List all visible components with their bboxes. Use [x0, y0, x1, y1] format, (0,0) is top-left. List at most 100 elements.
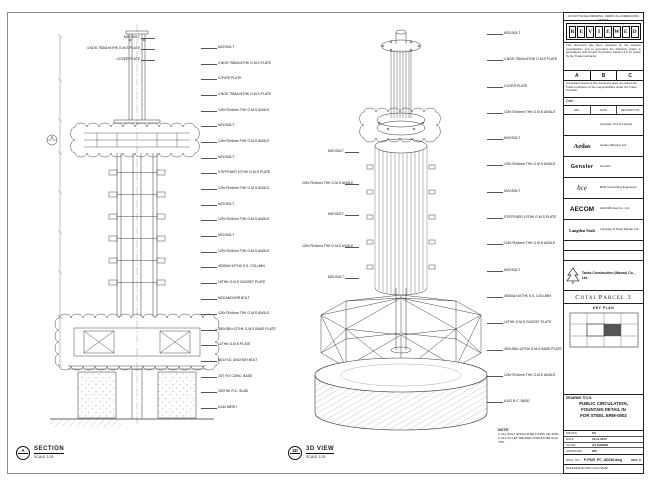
key-plan-section: KEY PLAN [564, 304, 643, 395]
annotation-label: M20 BOLT [487, 31, 562, 36]
revision-cloud-base [54, 313, 220, 371]
annotation-label: A142 MESH [201, 405, 286, 410]
annotation-label: 125×75×6mm THK G.M.S ANGLE [487, 163, 562, 167]
annotation-label: STIFFENER 10THK G.M.S PLATE [201, 171, 286, 175]
main-cylinder [374, 138, 428, 296]
company-row-bce: bce BCE Consulting Engineers [564, 178, 643, 199]
gensler-logo: Gensler [570, 164, 594, 170]
company-row-gensler: Gensler Gensler [564, 157, 643, 178]
octagon-frame [320, 294, 482, 374]
section-marker-letter: A [21, 447, 25, 453]
iso-marker-circle: 3D [288, 446, 302, 460]
key-plan-drawing [569, 312, 638, 348]
blank-row [564, 241, 643, 251]
annotation-label: COVER PLATE [201, 77, 286, 81]
annotation-label: 450DIA×10THK S.S. COLUMN [201, 264, 286, 269]
annotation-label: 12THK G.M.S PLATE [201, 343, 286, 347]
info-label: SCALE [566, 442, 576, 447]
notes-block: NOTE: 1. ALL BOLT SHOULD BE FIXING ON SI… [498, 428, 562, 445]
annotation-label: M20 BOLT [201, 202, 286, 207]
company-name: Venetian Orient Limited [600, 122, 633, 127]
reviewed-letter-cell: W [612, 25, 621, 38]
annotation-label: M20 ANCHOR BOLT [201, 296, 286, 301]
base-plate-ellipse [390, 346, 412, 354]
company-row-aecom: AECOM AECOM Asia Co. Ltd. [564, 199, 643, 220]
flange-detail [84, 132, 190, 148]
reviewed-letter-cell: E [577, 25, 586, 38]
review-note-text: Consultant review of this document does … [564, 81, 643, 98]
revision-cloud-iso [359, 107, 441, 143]
revision-table-cell: DESCRIPTION [620, 109, 640, 112]
svg-text:A: A [50, 135, 53, 140]
info-value: WK [592, 449, 597, 454]
section-marker-circle: A [16, 446, 30, 460]
note-item: 1. ALL BOLT SHOULD BE FIXING ON SITE. [498, 432, 560, 436]
contractor-row: Tadea Construction (Macau) Co., Ltd. [564, 261, 643, 291]
info-table: DRAWN KC DATE 19-11-2015 SCALE AS SHOWN … [564, 431, 643, 455]
annotation-label: 4 NOS 75DIA×6THK G.M.S PLATE [201, 92, 286, 97]
annotation-label: 150THK R.C. SLAB [201, 390, 286, 394]
annotation-label: M20 BOLT [302, 276, 359, 280]
annotation-label: M24 H.D. ANCHOR BOLT [201, 358, 286, 363]
annotation-label: M20 BOLT [201, 45, 286, 50]
info-row: DATE 19-11-2015 [564, 437, 643, 443]
reviewed-letter-cell: D [630, 25, 639, 38]
dwg-no-label: DWG. NO. : [566, 457, 582, 462]
lower-column [116, 153, 158, 317]
note-item: 2. ALL FILLET WELDED SHOULD BE 6mm THK. [498, 436, 559, 445]
stamp-date-row: Date : [564, 98, 643, 106]
annotation-label: 350×350×12THK G.M.S BASE PLATE [487, 346, 562, 351]
company-row-aedas: Aedas Aedas (Macau) Ltd. [564, 136, 643, 157]
mid-flange [376, 112, 426, 136]
annotation-label: M20 BOLT [201, 124, 286, 128]
section-view-drawing: A [46, 24, 220, 427]
iso-marker-letter: 3D [292, 447, 298, 453]
annotation-label: 1ST FIX CONC. BASE [201, 374, 286, 379]
stiffeners [108, 169, 166, 286]
status-grade-cell: C [628, 73, 632, 79]
contractor-tree-logo [566, 266, 580, 284]
dimension-chain [57, 33, 63, 369]
annotation-label: A142 R.C. BASE [487, 399, 562, 404]
annotation-label: 125×75×6mm THK G.M.S ANGLE [201, 217, 286, 222]
info-label: DRAWN [566, 431, 577, 436]
company-row-developer: Venetian Orient Limited [564, 115, 643, 136]
info-value: 19-11-2015 [592, 437, 607, 442]
title-block: DO NOT SCALE DRAWING. VERIFY ALL DIMENSI… [563, 12, 644, 474]
info-value: KC [592, 431, 597, 436]
annotation-label: 4 NOS 75DIA×6THK G.M.S PLATE [201, 61, 286, 66]
status-grade-cell: A [564, 71, 591, 80]
info-label: APPROVED [566, 449, 583, 454]
drawing-title-line: PUBLIC CIRCULATION, [579, 401, 628, 406]
bolt-tabs [366, 164, 436, 270]
annotation-label: 125×75×6mm THK G.M.S ANGLE [302, 243, 359, 248]
annotation-label: STIFFENER 10THK G.M.S PLATE [487, 215, 562, 220]
annotation-label: 125×75×6mm THK G.M.S ANGLE [201, 139, 286, 144]
aedas-logo: Aedas [573, 142, 591, 150]
section-view-scale: SCALE 1:25 [34, 455, 54, 459]
revision-table-cell: REV [564, 106, 591, 114]
drawing-title-line: FOR STEEL ERM-0502 [580, 412, 627, 418]
reviewed-letter-cell: R [568, 25, 577, 38]
annotation-label: 350×350×12THK G.M.S BASE PLATE [201, 327, 286, 332]
annotation-label: 450DIA×10THK S.S. COLUMN [487, 294, 562, 299]
foundation-blocks [50, 369, 214, 427]
aecom-logo: AECOM [569, 205, 595, 213]
annotation-label: M20 BOLT [80, 35, 155, 40]
title-block-header-strip: DO NOT SCALE DRAWING. VERIFY ALL DIMENSI… [564, 13, 643, 21]
section-view-title: SECTION [34, 446, 65, 454]
iso-view-drawing [314, 29, 488, 431]
project-name: Cotai Parcel 3 [564, 291, 643, 304]
drawing-title-label: DRAWING TITLE: [566, 396, 593, 400]
drawing-title-line: FOUNTAIN DETAIL IN [581, 406, 626, 412]
annotation-label: M20 BOLT [302, 149, 359, 154]
review-status-text: This document has been reviewed by the r… [564, 43, 643, 71]
iso-annotations-left: M20 BOLT 125×75×6mm THK G.M.S ANGLE M20 BO… [302, 149, 359, 280]
bce-logo: bce [577, 184, 587, 192]
reference-row: REFERENCE DWG FILE NAME [566, 466, 608, 470]
annotation-label: M20 BOLT [487, 136, 562, 141]
dwg-rev: REV. A [631, 457, 641, 462]
annotation-label: 125×75×6mm THK G.M.S ANGLE [302, 180, 359, 185]
